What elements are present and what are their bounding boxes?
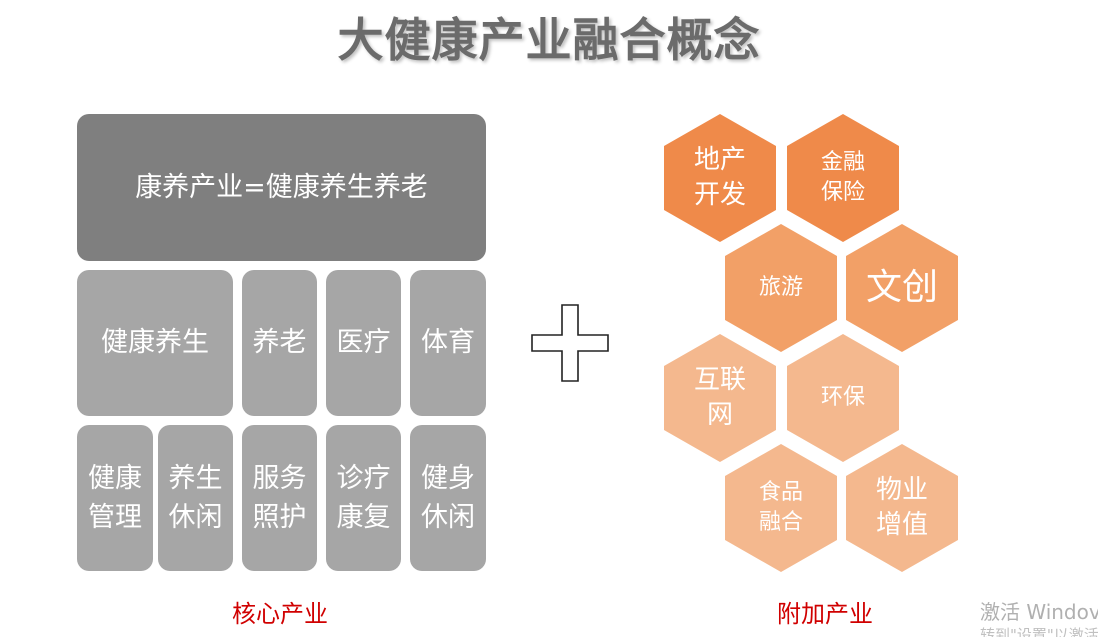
hex-label-line: 融合 <box>758 510 803 535</box>
hex-label-line: 环保 <box>820 385 865 411</box>
core-sub-line: 诊疗 <box>336 462 391 494</box>
hex-label: 物业增值 <box>846 444 958 572</box>
activation-watermark: 激活 Windov <box>980 600 1098 624</box>
hex-label-line: 增值 <box>875 510 928 540</box>
core-box-medical: 医疗 <box>326 270 401 416</box>
hex-label-line: 旅游 <box>758 275 803 301</box>
core-sub-box: 养生休闲 <box>158 425 233 571</box>
core-box-health-wellness: 健康养生 <box>77 270 233 416</box>
core-box-sports: 体育 <box>410 270 486 416</box>
core-box-elderly-care: 养老 <box>242 270 317 416</box>
hex-label: 金融保险 <box>787 114 899 242</box>
core-sub-line: 养生 <box>168 462 223 494</box>
core-sub-line: 照护 <box>252 502 307 533</box>
hex-label-line: 网 <box>706 400 733 430</box>
hexagon <box>846 224 958 352</box>
core-sub-line: 休闲 <box>421 502 475 533</box>
plus-icon <box>531 304 609 382</box>
slide-title: 大健康产业融合概念 <box>337 13 761 67</box>
core-sub-line: 休闲 <box>168 502 223 533</box>
core-sub-box: 健身休闲 <box>410 425 486 571</box>
hexagon <box>725 444 837 572</box>
core-top-label: 康养产业=健康养生养老 <box>135 171 428 203</box>
hex-label: 旅游 <box>725 224 837 352</box>
activation-watermark-sub: 转到"设置"以激活 <box>980 626 1098 637</box>
core-sub-line: 服务 <box>252 462 307 494</box>
hex-label: 文创 <box>846 224 958 352</box>
hex-label-line: 保险 <box>820 180 865 205</box>
core-sub-line: 健康 <box>88 462 142 494</box>
core-sub-line: 康复 <box>336 502 391 533</box>
hexagon <box>725 224 837 352</box>
core-sub-box: 诊疗康复 <box>326 425 401 571</box>
core-label: 健康养生 <box>101 327 209 359</box>
hex-label-line: 互联 <box>693 364 746 395</box>
hex-label-line: 开发 <box>693 180 746 210</box>
hex-label-line: 食品 <box>758 480 803 506</box>
core-sub-box: 服务照护 <box>242 425 317 571</box>
hexagon <box>787 114 899 242</box>
core-caption: 核心产业 <box>232 600 328 628</box>
hex-label: 食品融合 <box>725 444 837 572</box>
hex-label: 环保 <box>787 334 899 462</box>
hex-label-line: 文创 <box>865 266 938 308</box>
additional-caption: 附加产业 <box>777 600 873 628</box>
core-label: 医疗 <box>336 327 391 359</box>
core-sub-box: 健康管理 <box>77 425 153 571</box>
core-top-box: 康养产业=健康养生养老 <box>77 114 486 261</box>
core-label: 体育 <box>421 327 475 359</box>
hex-label-line: 物业 <box>875 474 928 505</box>
core-sub-line: 管理 <box>88 502 142 533</box>
hex-label-line: 地产 <box>693 144 746 175</box>
hexagon <box>787 334 899 462</box>
hex-label: 互联网 <box>664 334 776 462</box>
core-label: 养老 <box>252 327 307 359</box>
hex-label-line: 金融 <box>820 150 865 176</box>
hex-label: 地产开发 <box>664 114 776 242</box>
hexagon <box>664 114 776 242</box>
hexagon <box>846 444 958 572</box>
core-sub-line: 健身 <box>421 462 475 494</box>
hexagon <box>664 334 776 462</box>
